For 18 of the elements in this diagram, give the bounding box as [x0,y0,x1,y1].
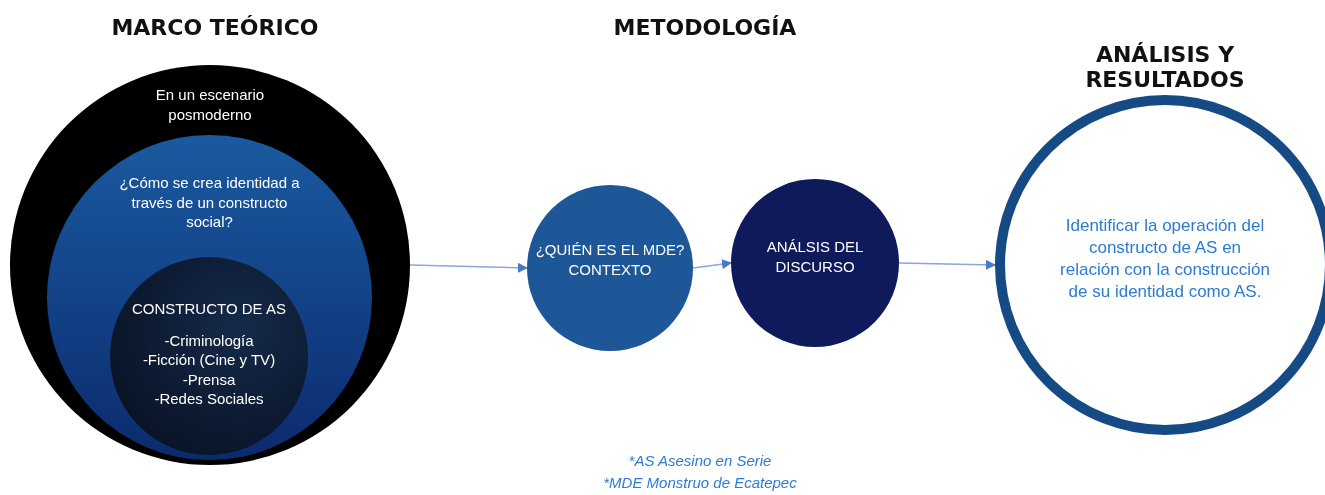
question-text: ¿Cómo se crea identidad a través de un constructo social? [118,173,301,232]
arrow [409,262,528,273]
heading-text: CONSTRUCTO DE AS [132,299,286,319]
list-item: -Ficción (Cine y TV) [142,350,276,370]
column-heading: ANÁLISIS Y RESULTADOS [1084,42,1246,92]
list-item: -Criminología [164,330,254,350]
circle-text: ANÁLSIS DEL DISCURSO [765,237,865,276]
column-heading: METODOLOGÍA [612,15,798,40]
list-item: -Prensa [182,369,236,389]
list-item: -Redes Sociales [154,389,264,409]
footnote: *AS Asesino en Serie [627,452,773,469]
arrow [692,259,732,270]
result-text: Identificar la operación del constructo de AS en relación con la construcción de su identidad como AS. [1060,215,1270,304]
footnote: *MDE Monstruo de Ecatepec [602,474,798,491]
circle-text: ¿QUIÉN ES EL MDE? CONTEXTO [534,240,686,279]
context-text: En un escenario posmoderno [154,85,266,124]
column-heading: MARCO TEÓRICO [110,15,320,40]
arrow [898,259,996,270]
